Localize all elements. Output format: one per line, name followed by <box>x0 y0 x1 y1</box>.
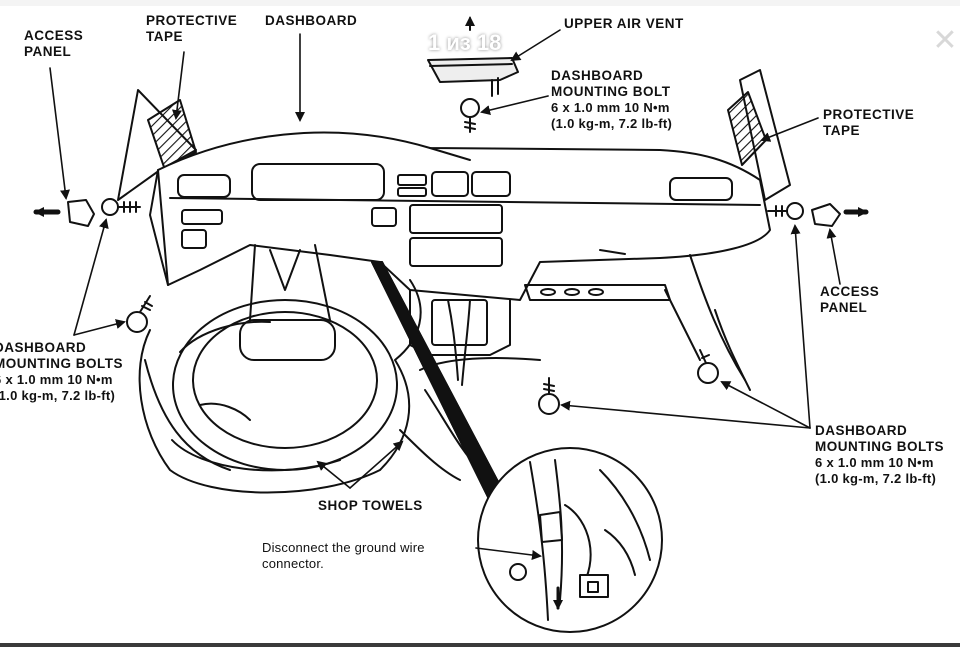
label-protective-tape-right: PROTECTIVE TAPE <box>823 107 914 139</box>
bolts <box>101 98 804 415</box>
label-protective-tape-left: PROTECTIVE TAPE <box>146 13 237 45</box>
close-icon[interactable]: ✕ <box>932 23 958 58</box>
label-line: 6 x 1.0 mm 10 N•m <box>0 372 113 387</box>
label-left-mounting-bolts: DASHBOARD MOUNTING BOLTS 6 x 1.0 mm 10 N… <box>0 340 123 404</box>
label-shop-towels: SHOP TOWELS <box>318 498 423 513</box>
label-right-mounting-bolts: DASHBOARD MOUNTING BOLTS 6 x 1.0 mm 10 N… <box>815 423 944 487</box>
label-line: PANEL <box>820 300 868 315</box>
label-line: (1.0 kg-m, 7.2 lb-ft) <box>815 471 937 486</box>
left-access-panel <box>33 199 95 227</box>
protective-tape-left-hatch <box>147 99 197 171</box>
label-line: DASHBOARD <box>815 423 908 438</box>
label-line: PROTECTIVE <box>823 107 915 122</box>
left-lower-bolt-icon <box>126 295 153 333</box>
label-access-panel-right: ACCESS PANEL <box>820 284 879 316</box>
label-access-panel-left: ACCESS PANEL <box>24 28 83 60</box>
label-line: 6 x 1.0 mm 10 N•m <box>551 100 670 115</box>
center-lower-bolt-icon <box>538 377 560 415</box>
ground-wire-detail <box>371 261 663 633</box>
left-a-pillar <box>117 89 197 201</box>
label-line: Disconnect the ground wire <box>262 540 425 555</box>
label-line: connector. <box>262 556 324 571</box>
viewer-top-shade <box>0 0 960 6</box>
label-line: MOUNTING BOLT <box>551 84 671 99</box>
label-top-mounting-bolt: DASHBOARD MOUNTING BOLT 6 x 1.0 mm 10 N•… <box>551 68 672 132</box>
bottom-bar <box>0 643 960 647</box>
dashboard-body <box>149 131 771 391</box>
right-lower-bolt-icon <box>697 349 719 384</box>
label-line: PANEL <box>24 44 72 59</box>
label-line: TAPE <box>823 123 861 138</box>
label-dashboard: DASHBOARD <box>265 13 358 28</box>
label-line: 6 x 1.0 mm 10 N•m <box>815 455 934 470</box>
right-access-panel <box>811 203 869 227</box>
leader-lines <box>49 29 841 560</box>
label-line: TAPE <box>146 29 184 44</box>
label-line: DASHBOARD <box>0 340 87 355</box>
label-line: ACCESS <box>24 28 84 43</box>
label-line: ACCESS <box>820 284 880 299</box>
label-line: (1.0 kg-m, 7.2 lb-ft) <box>551 116 673 131</box>
label-line: PROTECTIVE <box>146 13 238 28</box>
top-bolt-icon <box>460 98 480 133</box>
image-counter: 1 из 18 <box>428 30 502 55</box>
upper-air-vent-part <box>427 16 519 97</box>
right-side-bolt-icon <box>767 202 804 220</box>
label-ground-wire: Disconnect the ground wire connector. <box>262 540 425 572</box>
label-upper-air-vent: UPPER AIR VENT <box>564 16 684 31</box>
steering-wheel <box>172 244 398 471</box>
label-line: (1.0 kg-m, 7.2 lb-ft) <box>0 388 116 403</box>
label-line: MOUNTING BOLTS <box>0 356 123 371</box>
label-line: MOUNTING BOLTS <box>815 439 944 454</box>
left-side-bolt-icon <box>101 198 141 216</box>
label-line: DASHBOARD <box>551 68 644 83</box>
